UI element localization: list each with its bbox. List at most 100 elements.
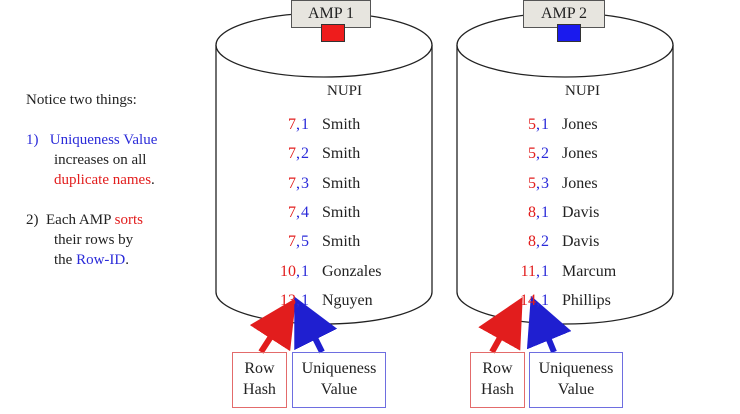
point2-number: 2) — [26, 212, 39, 228]
row-id-comma: , — [296, 174, 300, 192]
point1-period: . — [151, 172, 155, 188]
uniqueness-value: 4 — [301, 203, 309, 221]
row-hash-value: 5 — [528, 116, 536, 133]
uniqueness-value: 1 — [301, 291, 309, 309]
row-id-comma: , — [536, 203, 540, 221]
row-hash-value: 11 — [520, 262, 536, 280]
row-id-entry: 7,1 Smith — [270, 114, 410, 136]
point1-red-text: duplicate names — [54, 172, 152, 188]
nupi-name: Davis — [562, 233, 600, 251]
uniqueness-value: 2 — [541, 233, 549, 251]
row-hash-callout-line2: Hash — [481, 381, 514, 398]
row-id-entry: 7,2 Smith — [270, 143, 410, 165]
row-id-comma: , — [296, 116, 300, 133]
uniqueness-value: 2 — [541, 145, 549, 163]
row-id-comma: , — [536, 145, 540, 163]
amp2-color-swatch — [557, 24, 581, 42]
uniq-callout-line2: Value — [557, 381, 595, 398]
uniqueness-value: 1 — [541, 203, 549, 221]
nupi-name: Smith — [322, 145, 361, 163]
nupi-name: Nguyen — [322, 291, 373, 309]
uniqueness-value: 1 — [541, 291, 549, 309]
row-hash-callout-line2: Hash — [243, 381, 276, 398]
row-hash-value: 8 — [528, 233, 536, 251]
uniqueness-value: 1 — [541, 116, 549, 133]
point1-number: 1) — [26, 132, 39, 148]
uniq-arrow-amp1 — [294, 296, 338, 354]
row-hash-value: 7 — [288, 145, 296, 163]
row-id-comma: , — [536, 174, 540, 192]
uniqueness-value: 2 — [301, 145, 309, 163]
point2-line3-prefix: the — [54, 252, 73, 268]
row-id-comma: , — [296, 145, 300, 163]
row-hash-value: 5 — [528, 174, 536, 192]
nupi-name: Jones — [562, 145, 598, 163]
nupi-name: Phillips — [562, 291, 611, 309]
point2-prefix: Each AMP — [46, 212, 111, 228]
point1-highlight: Uniqueness Value — [49, 132, 158, 148]
row-hash-value: 7 — [288, 116, 296, 133]
uniqueness-value: 3 — [541, 174, 549, 192]
row-hash-arrow-amp2 — [478, 297, 523, 354]
explanation-notes: Notice two things: 1) Uniqueness Value i… — [26, 90, 216, 290]
nupi-name: Jones — [562, 174, 598, 192]
uniqueness-value: 5 — [301, 233, 309, 251]
row-id-entry: 5,3 Jones — [510, 173, 650, 195]
note-point-2: 2) Each AMP sorts their rows by the Row-… — [26, 210, 216, 270]
row-id-comma: , — [536, 262, 540, 280]
uniqueness-value: 3 — [301, 174, 309, 192]
nupi-name: Smith — [322, 116, 361, 133]
row-id-comma: , — [296, 233, 300, 251]
row-id-entry: 8,1 Davis — [510, 202, 650, 224]
row-hash-value: 7 — [288, 174, 296, 192]
row-id-entry: 7,3 Smith — [270, 173, 410, 195]
uniq-callout-amp2: Uniqueness Value — [529, 352, 623, 408]
nupi-name: Jones — [562, 116, 598, 133]
nupi-name: Smith — [322, 203, 361, 221]
uniq-callout-line1: Uniqueness — [538, 360, 614, 377]
point2-line2: their rows by — [54, 232, 134, 248]
amp2-column-header: NUPI — [565, 83, 601, 99]
uniqueness-value: 1 — [301, 262, 309, 280]
note-point-1: 1) Uniqueness Value increases on all dup… — [26, 130, 216, 190]
point1-line2: increases on all — [54, 152, 147, 168]
row-hash-callout-line1: Row — [482, 360, 513, 377]
row-id-entry: 5,1 Jones — [510, 114, 650, 136]
uniq-callout-line1: Uniqueness — [301, 360, 377, 377]
nupi-name: Smith — [322, 174, 361, 192]
amp1-disk — [215, 12, 433, 325]
row-id-entry: 7,5 Smith — [270, 231, 410, 253]
row-id-entry: 5,2 Jones — [510, 143, 650, 165]
nupi-name: Gonzales — [322, 262, 382, 280]
row-id-comma: , — [296, 291, 300, 309]
row-id-comma: , — [536, 233, 540, 251]
row-hash-value: 7 — [288, 203, 296, 221]
row-id-comma: , — [536, 116, 540, 133]
nupi-name: Smith — [322, 233, 361, 251]
amp1-color-swatch — [321, 24, 345, 42]
row-hash-value: 7 — [288, 233, 296, 251]
row-hash-callout-amp1: Row Hash — [232, 352, 287, 408]
notes-title: Notice two things: — [26, 92, 137, 108]
row-hash-value: 8 — [528, 203, 536, 221]
row-hash-callout-amp2: Row Hash — [470, 352, 525, 408]
row-id-entry: 7,4 Smith — [270, 202, 410, 224]
point2-blue-text: Row-ID — [76, 252, 126, 268]
row-id-comma: , — [536, 291, 540, 309]
row-id-comma: , — [296, 203, 300, 221]
amp1-label: AMP 1 — [291, 0, 371, 28]
uniq-callout-line2: Value — [320, 381, 358, 398]
row-hash-value: 5 — [528, 145, 536, 163]
uniq-callout-amp1: Uniqueness Value — [292, 352, 386, 408]
row-hash-value: 10 — [280, 262, 296, 280]
nupi-name: Davis — [562, 203, 600, 221]
uniq-arrow-amp2 — [526, 295, 572, 354]
point2-red-text: sorts — [114, 212, 143, 228]
uniqueness-value: 1 — [301, 116, 309, 133]
amp2-label: AMP 2 — [523, 0, 605, 28]
amp2-disk — [456, 12, 674, 325]
